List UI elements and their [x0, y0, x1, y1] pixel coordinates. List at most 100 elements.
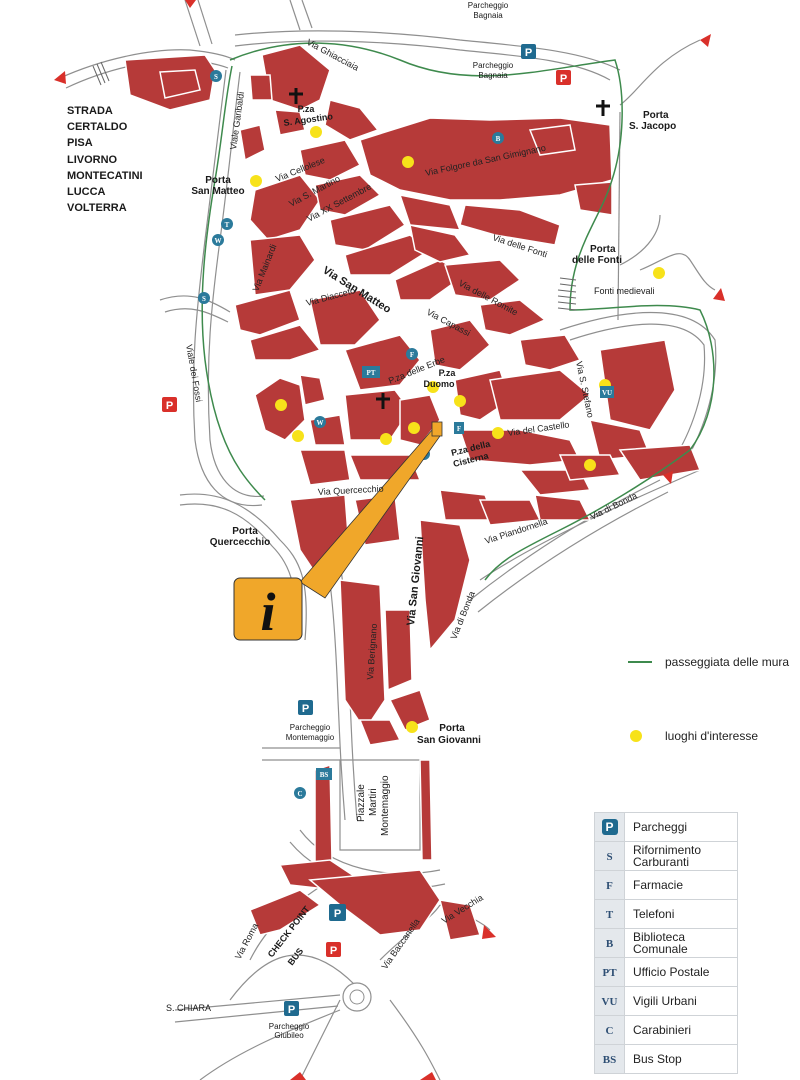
legend-label: Rifornimento Carburanti: [624, 841, 738, 871]
destination: PISA: [67, 137, 93, 150]
street-label: Via di Bonda: [588, 491, 638, 522]
bus-label: BUS: [286, 946, 306, 967]
town-blocks: [124, 44, 702, 941]
gate-porta-san-matteo: San Matteo: [191, 186, 244, 197]
parking-label: Montemaggio: [286, 733, 335, 742]
square-piazzale-martiri: Piazzale: [356, 784, 367, 822]
fonti-medievali-label: Fonti medievali: [594, 286, 655, 296]
legend-row: S Rifornimento Carburanti: [594, 841, 738, 871]
svg-text:F: F: [410, 351, 414, 359]
legend-label: Carabinieri: [624, 1015, 738, 1045]
legend-label: Parcheggi: [624, 812, 738, 842]
gate-porta-san-matteo: Porta: [205, 175, 231, 186]
legend-symbol: B: [594, 928, 625, 958]
legend-symbol: F: [594, 870, 625, 900]
street-label: Via Roma: [233, 921, 260, 960]
destination: MONTECATINI: [67, 169, 143, 182]
gate-porta-s-jacopo: Porta: [643, 110, 669, 121]
parking-label: Parcheggio: [290, 723, 331, 732]
legend-symbol: BS: [594, 1044, 625, 1074]
svg-text:P: P: [334, 908, 341, 920]
interest-legend-dot: [630, 730, 642, 742]
info-icon[interactable]: [233, 577, 303, 641]
post-office-symbol: PT: [602, 967, 617, 979]
square-pza-duomo: Duomo: [424, 379, 455, 389]
svg-text:F: F: [457, 425, 461, 433]
legend-label: Vigili Urbani: [624, 986, 738, 1016]
legend-row: P Parcheggi: [594, 812, 738, 842]
carabinieri-symbol: C: [605, 1025, 614, 1037]
gate-porta-san-giovanni: San Giovanni: [417, 735, 481, 746]
svg-text:BS: BS: [320, 771, 329, 779]
gate-porta-s-jacopo: S. Jacopo: [629, 121, 676, 132]
destinations-list: STRADA CERTALDO PISA LIVORNO MONTECATINI…: [67, 103, 143, 216]
legend-label: Ufficio Postale: [624, 957, 738, 987]
gate-porta-quercecchio: Porta: [232, 526, 258, 537]
gate-porta-delle-fonti: delle Fonti: [572, 255, 622, 266]
gate-labels: Porta San Matteo Porta S. Jacopo Porta d…: [191, 110, 676, 746]
destination: STRADA: [67, 105, 113, 117]
destination: VOLTERRA: [67, 202, 127, 215]
square-pza-duomo: P.za: [439, 368, 457, 378]
church-cross-icon: [289, 88, 610, 409]
gate-porta-quercecchio: Quercecchio: [210, 537, 271, 548]
walls-legend-label: passeggiata delle mura: [665, 655, 790, 669]
legend-symbol: P: [594, 812, 625, 842]
parking-label: Parcheggio: [473, 61, 514, 70]
svg-text:P: P: [166, 400, 173, 412]
svg-text:i: i: [260, 582, 275, 642]
square-pza-s-agostino: P.za: [298, 104, 316, 114]
svg-text:W: W: [215, 237, 222, 245]
street-label: Viale dei Fossi: [184, 344, 204, 403]
legend-row: T Telefoni: [594, 899, 738, 929]
parking-icon: P: [601, 819, 618, 835]
road-arrow-icon: [54, 0, 725, 1080]
parking-label: Giubileo: [274, 1031, 304, 1040]
legend-row: C Carabinieri: [594, 1015, 738, 1045]
legend-row: F Farmacie: [594, 870, 738, 900]
svg-text:T: T: [225, 221, 230, 229]
svg-text:VU: VU: [602, 389, 612, 397]
svg-text:P: P: [560, 73, 567, 85]
legend-label: Biblioteca Comunale: [624, 928, 738, 958]
destination: CERTALDO: [67, 121, 128, 134]
gate-porta-san-giovanni: Porta: [439, 723, 465, 734]
svg-text:S: S: [202, 295, 206, 303]
svg-text:C: C: [297, 790, 302, 798]
interest-legend-label: luoghi d'interesse: [665, 729, 759, 743]
svg-text:S: S: [214, 73, 218, 81]
parking-label: Parcheggio: [468, 1, 509, 10]
pharmacy-symbol: F: [606, 880, 613, 892]
svg-text:W: W: [317, 419, 324, 427]
svg-text:P: P: [330, 945, 337, 957]
parking-label: Parcheggio: [269, 1022, 310, 1031]
info-callout: i: [233, 421, 443, 642]
walls-path: [201, 42, 715, 581]
police-symbol: VU: [601, 996, 618, 1008]
parking-label: Bagnaia: [478, 71, 508, 80]
legend-symbol: T: [594, 899, 625, 929]
destination: LUCCA: [67, 186, 106, 199]
parking-labels: Parcheggio Bagnaia Parcheggio Montemaggi…: [269, 1, 514, 1040]
legend-label: Bus Stop: [624, 1044, 738, 1074]
piazzale-label: Piazzale Martiri Montemaggio: [356, 775, 391, 836]
legend-symbol: PT: [594, 957, 625, 987]
legend-row: BS Bus Stop: [594, 1044, 738, 1074]
street-label: Via Quercecchio: [318, 484, 384, 497]
s-chiara-label: S. CHIARA: [166, 1003, 211, 1013]
legend-row: PT Ufficio Postale: [594, 957, 738, 987]
legend-table: P Parcheggi S Rifornimento Carburanti F …: [594, 812, 738, 1074]
bus-stop-symbol: BS: [602, 1054, 617, 1066]
legend-symbol: C: [594, 1015, 625, 1045]
svg-text:B: B: [496, 135, 501, 143]
legend-symbol: VU: [594, 986, 625, 1016]
roundabout: [349, 989, 365, 1005]
legend-symbol: S: [594, 841, 625, 871]
legend-label: Telefoni: [624, 899, 738, 929]
legend-label: Farmacie: [624, 870, 738, 900]
svg-text:P: P: [302, 703, 309, 715]
svg-text:PT: PT: [367, 369, 376, 377]
destination: LIVORNO: [67, 153, 118, 166]
svg-text:P: P: [288, 1004, 295, 1016]
